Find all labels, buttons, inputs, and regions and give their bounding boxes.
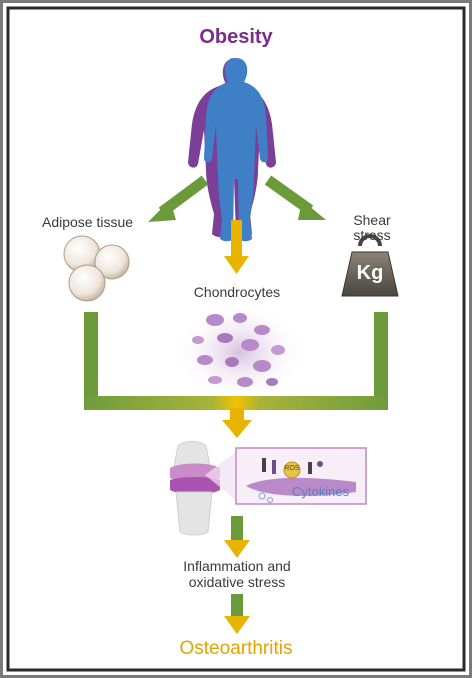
arrow-to-inflammation [224, 516, 250, 558]
osteoarthritis-label: Osteoarthritis [179, 638, 293, 659]
knee-joint-icon [170, 441, 220, 536]
ros-label: ROS [284, 465, 300, 472]
stress-label: stress [353, 227, 391, 243]
arrow-to-osteoarthritis [224, 594, 250, 634]
arrow-left-green [148, 175, 209, 222]
obesity-figure-icon [188, 58, 276, 242]
converging-bracket [84, 312, 388, 438]
cytokines-label: Cytokines [292, 484, 350, 499]
adipose-cells-icon [63, 235, 130, 302]
chondrocytes-label: Chondrocytes [193, 284, 281, 300]
shear-label: Shear [353, 212, 391, 228]
cytokine-inset-panel [205, 447, 367, 505]
weight-kg-icon [341, 234, 399, 297]
inflammation-line1: Inflammation and [183, 558, 291, 574]
inflammation-line2: oxidative stress [188, 574, 286, 590]
chondrocytes-cluster [174, 302, 306, 402]
arrow-right-green [264, 175, 326, 220]
adipose-tissue-label: Adipose tissue [42, 214, 134, 230]
obesity-title: Obesity [199, 26, 273, 48]
arrow-center-yellow [224, 220, 249, 274]
weight-kg-label: Kg [356, 262, 384, 284]
